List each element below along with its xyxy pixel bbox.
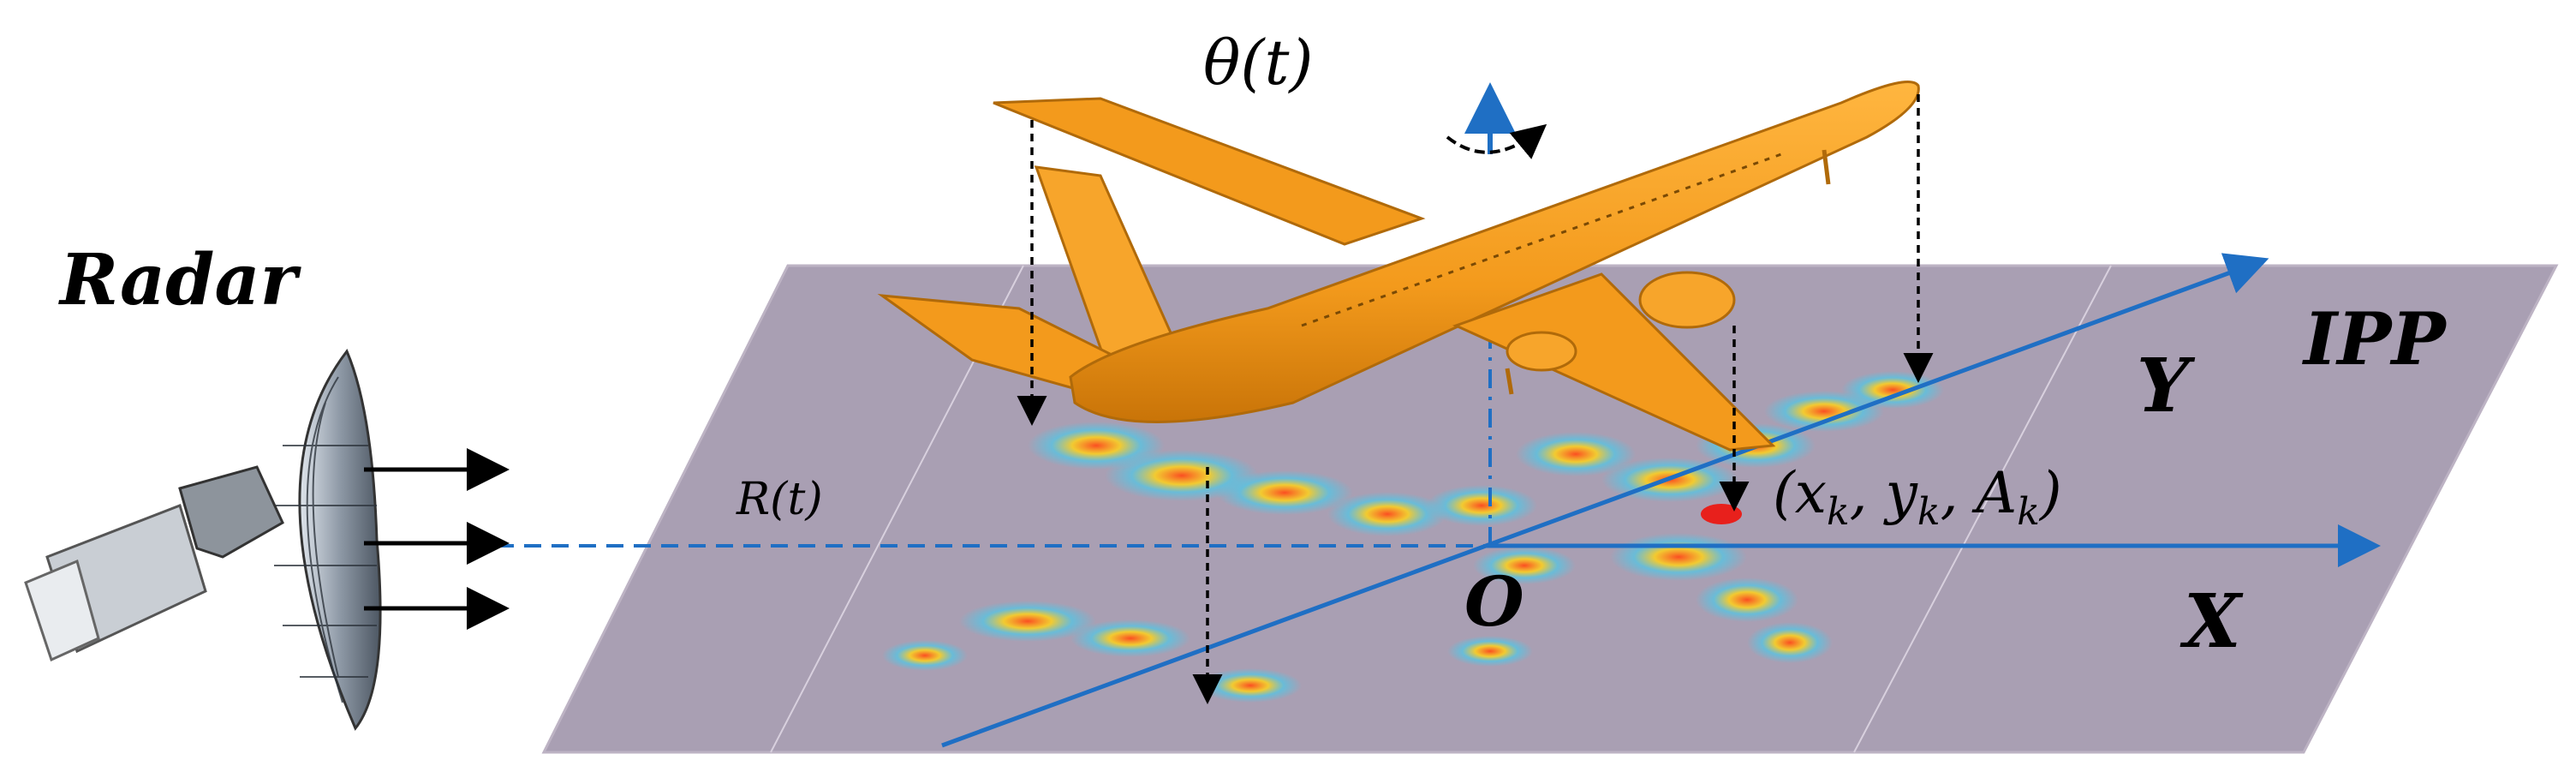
scatter-sub-a: k bbox=[2017, 490, 2040, 534]
radar-dish-icon bbox=[24, 349, 382, 731]
plane-label: IPP bbox=[2302, 296, 2448, 381]
y-axis-label: Y bbox=[2137, 343, 2196, 429]
plane-grid-line bbox=[1853, 265, 2112, 753]
scatter-coordinates-label: (xk, yk, Ak) bbox=[1773, 460, 2062, 534]
scatter-comma-1: , y bbox=[1850, 460, 1918, 526]
radar-label: Radar bbox=[58, 239, 302, 321]
scatter-sub-y: k bbox=[1917, 490, 1941, 534]
scatter-open: (x bbox=[1773, 460, 1827, 526]
scatter-sub-x: k bbox=[1827, 490, 1850, 534]
scatter-comma-2: , A bbox=[1941, 460, 2018, 526]
aircraft-icon bbox=[877, 81, 1920, 452]
scatter-point-marker bbox=[1701, 504, 1742, 524]
y-axis bbox=[941, 253, 2269, 748]
origin-label: O bbox=[1464, 561, 1524, 642]
rotation-arrow-icon bbox=[1446, 82, 1547, 159]
angle-label: θ(t) bbox=[1203, 27, 1313, 99]
range-label: R(t) bbox=[736, 474, 823, 525]
scatter-close: ) bbox=[2038, 460, 2062, 526]
x-axis-label: X bbox=[2179, 578, 2244, 665]
